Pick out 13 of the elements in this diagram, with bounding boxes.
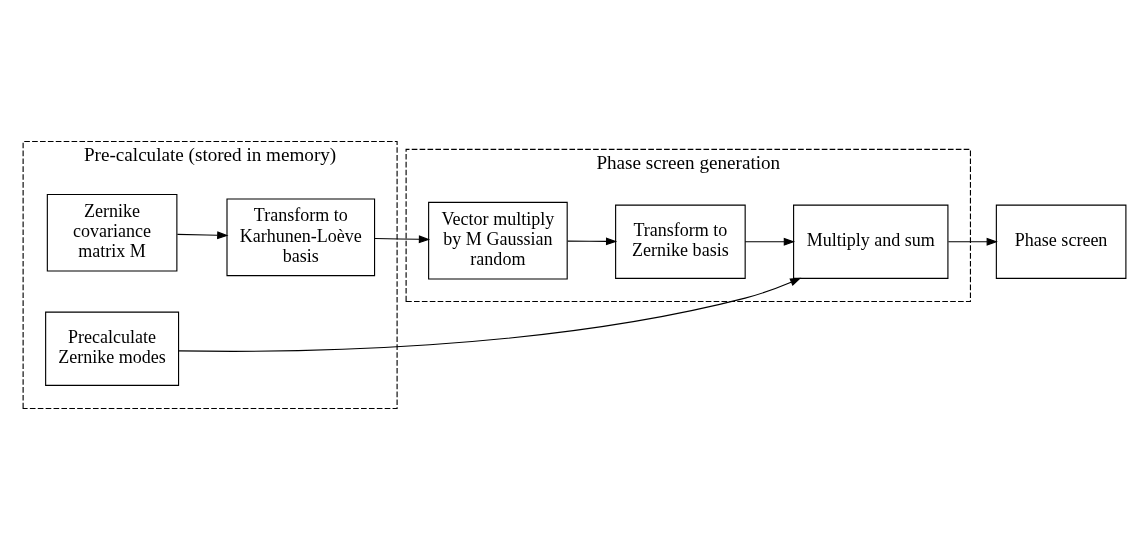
arrow [178,277,802,352]
node-box: Multiply and sum [793,204,949,279]
arrow [176,230,229,239]
node-box: Phase screen [995,204,1127,279]
arrow [567,236,618,245]
node-box: Vector multiply by M Gaussian random [428,201,568,279]
node-box: Precalculate Zernike modes [45,311,180,386]
node-box: Transform to Karhunen-Loève basis [226,197,376,276]
node-box: Transform to Zernike basis [615,204,746,279]
arrow [374,234,431,243]
arrow [947,237,998,246]
arrow [744,237,796,246]
node-box: Zernike covariance matrix M [46,193,178,272]
